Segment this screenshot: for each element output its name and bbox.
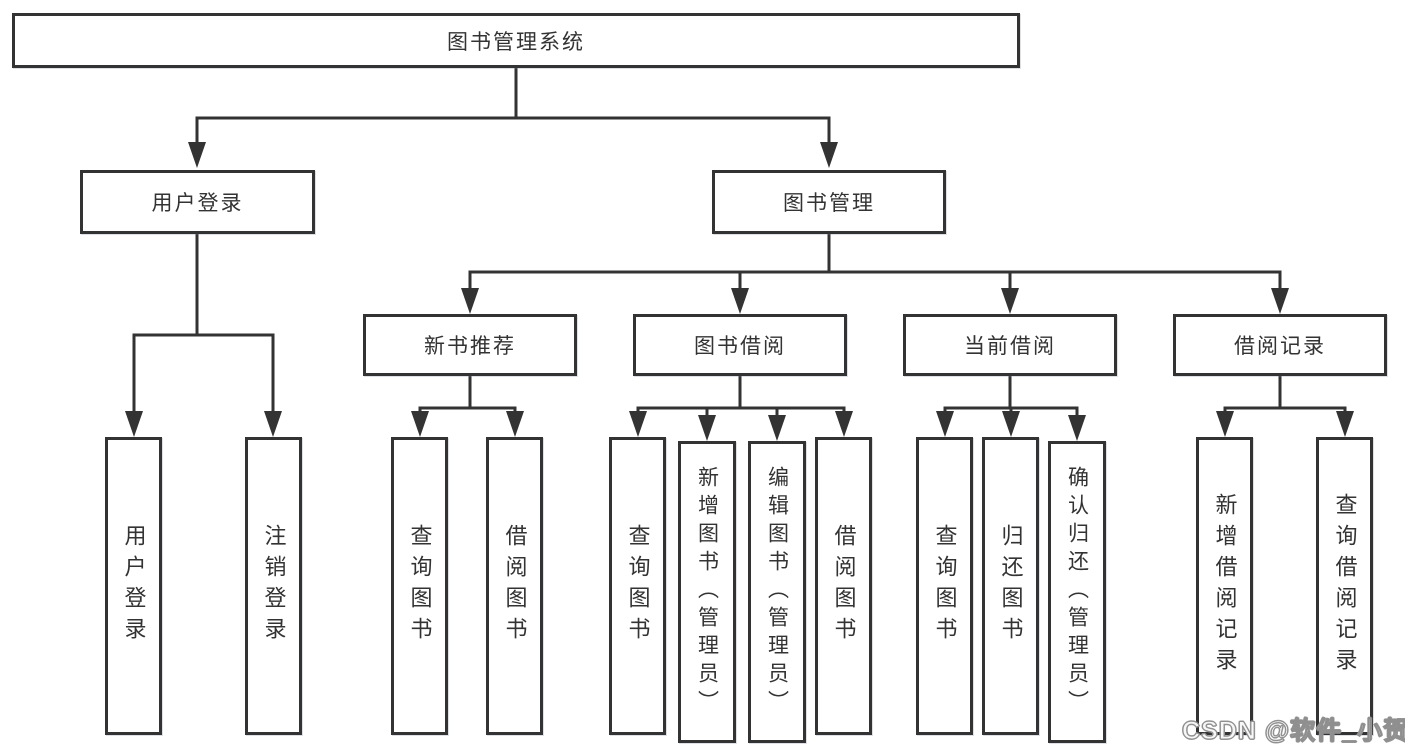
node-new-book-recommend: 新书推荐 xyxy=(363,314,577,376)
node-current-borrowing: 当前借阅 xyxy=(903,314,1117,376)
node-book-management: 图书管理 xyxy=(712,170,946,234)
leaf-add-book-admin: 新增图书（管理员） xyxy=(678,441,736,743)
leaf-recommend-borrow-book: 借阅图书 xyxy=(486,437,543,735)
leaf-logout: 注销登录 xyxy=(245,437,302,735)
node-borrowing-records: 借阅记录 xyxy=(1173,314,1387,376)
leaf-user-login: 用户登录 xyxy=(105,437,162,735)
leaf-recommend-query-book: 查询图书 xyxy=(391,437,448,735)
leaf-borrowing-query-book: 查询图书 xyxy=(609,437,666,735)
leaf-confirm-return-admin: 确认归还（管理员） xyxy=(1048,441,1106,743)
leaf-edit-book-admin: 编辑图书（管理员） xyxy=(748,441,806,743)
arrowhead-icons xyxy=(125,142,1354,441)
csdn-watermark: CSDN @软件_小贺同学 xyxy=(1181,717,1405,746)
node-book-borrowing: 图书借阅 xyxy=(633,314,847,376)
leaf-return-book: 归还图书 xyxy=(982,437,1039,735)
leaf-add-borrow-record: 新增借阅记录 xyxy=(1196,437,1253,735)
leaf-borrowing-borrow-book: 借阅图书 xyxy=(815,437,872,735)
leaf-query-borrow-record: 查询借阅记录 xyxy=(1316,437,1373,735)
leaf-current-query-book: 查询图书 xyxy=(916,437,973,735)
node-user-login: 用户登录 xyxy=(80,170,315,234)
node-root-system: 图书管理系统 xyxy=(12,13,1020,68)
